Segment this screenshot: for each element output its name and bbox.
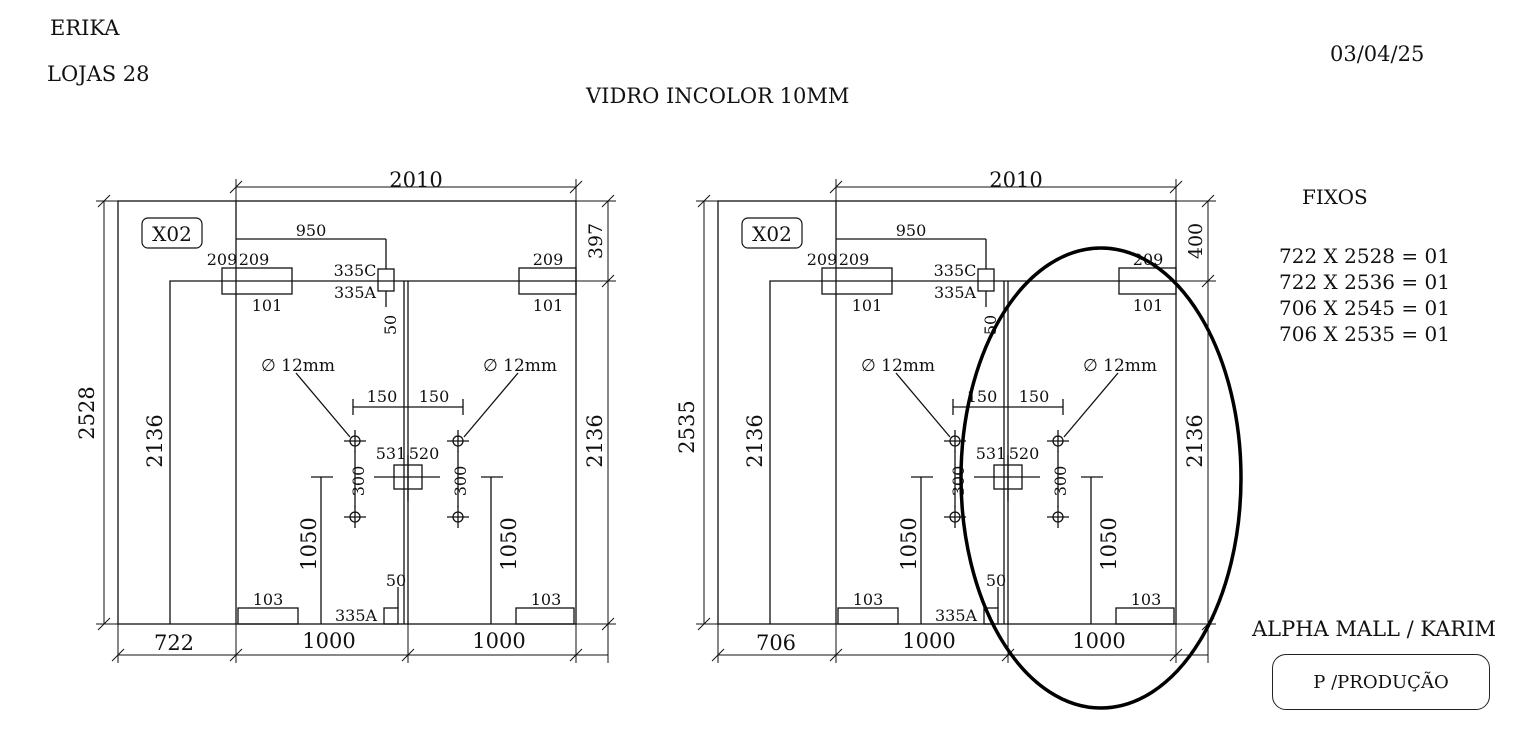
right-height-label: 2136: [583, 414, 607, 467]
fixos-item: 706 X 2535 = 01: [1279, 322, 1450, 346]
panel-drawing-1: X02 2010 2528 2136 722 1000 1000 397 213…: [75, 168, 617, 664]
bottom-right-label: 103: [1131, 590, 1162, 609]
door-width-left-label: 1000: [902, 629, 955, 653]
handle-gap-right-label: 300: [451, 466, 470, 497]
glass-spec: VIDRO INCOLOR 10MM: [586, 84, 850, 108]
handle-gap-right-label: 300: [1051, 466, 1070, 497]
handle-gap-left-label: 300: [349, 466, 368, 497]
hinge-right-a-label: 209: [533, 250, 564, 269]
bottom-left-label: 103: [853, 590, 884, 609]
pivot-top-a-label: 335A: [334, 283, 377, 302]
right-height-label: 2136: [1183, 414, 1207, 467]
hinge-left-b-label: 209: [239, 250, 270, 269]
handle-height-right-label: 1050: [497, 517, 521, 570]
total-height-label: 2535: [675, 400, 699, 453]
top-right-height-label: 397: [585, 223, 607, 259]
date-label: 03/04/25: [1330, 42, 1425, 66]
door-width-right-label: 1000: [472, 629, 525, 653]
fixed-height-label: 2136: [743, 414, 767, 467]
pivot-bottom-a-label: 335A: [335, 606, 378, 625]
dim-950-label: 950: [896, 221, 927, 240]
pivot-top-gap-label: 50: [381, 315, 400, 335]
hole-left-label: ∅ 12mm: [861, 356, 935, 376]
total-width-label: 2010: [389, 168, 442, 192]
panel-drawing-2: X02 2010 2535 2136 706 1000 1000 400 213…: [675, 168, 1217, 664]
panel-tag: X02: [752, 222, 792, 246]
pivot-top-a-label: 335A: [934, 283, 977, 302]
bottom-right-label: 103: [531, 590, 562, 609]
spacing-left-label: 150: [367, 387, 398, 406]
handle-gap-left-label: 300: [949, 466, 968, 497]
hinge-left-a-label: 209: [207, 250, 238, 269]
pivot-bottom-a-label: 335A: [935, 606, 978, 625]
fixos-title: FIXOS: [1302, 185, 1368, 209]
production-stamp: P /PRODUÇÃO: [1272, 654, 1490, 710]
spacing-right-label: 150: [419, 387, 450, 406]
hole-right-label: ∅ 12mm: [1083, 356, 1157, 376]
pivot-bottom-gap-label: 50: [386, 571, 406, 590]
hinge-left-c-label: 101: [252, 296, 283, 315]
handle-height-left-label: 1050: [297, 517, 321, 570]
hinge-left-c-label: 101: [852, 296, 883, 315]
fixos-item: 722 X 2528 = 01: [1279, 244, 1450, 268]
fixos-item: 706 X 2545 = 01: [1279, 296, 1450, 320]
hinge-right-b-label: 101: [533, 296, 564, 315]
hole-left-label: ∅ 12mm: [261, 356, 335, 376]
total-height-label: 2528: [75, 386, 99, 439]
highlight-ellipse: [959, 246, 1243, 710]
fixed-width-label: 706: [756, 631, 796, 655]
spacing-right-label: 150: [1019, 387, 1050, 406]
fixed-width-label: 722: [154, 631, 194, 655]
fixos-list: 722 X 2528 = 01 722 X 2536 = 01 706 X 25…: [1279, 243, 1450, 347]
pivot-top-c-label: 335C: [334, 261, 377, 280]
handle-left-label: 531: [976, 444, 1007, 463]
handle-height-left-label: 1050: [897, 517, 921, 570]
handle-right-label: 520: [409, 444, 440, 463]
project-name: ALPHA MALL / KARIM: [1252, 617, 1496, 641]
fixos-item: 722 X 2536 = 01: [1279, 270, 1450, 294]
dim-950-label: 950: [296, 221, 327, 240]
door-width-left-label: 1000: [302, 629, 355, 653]
client-name: ERIKA: [50, 16, 120, 40]
panel-tag: X02: [152, 222, 192, 246]
handle-left-label: 531: [376, 444, 407, 463]
top-right-height-label: 400: [1185, 223, 1207, 259]
total-width-label: 2010: [989, 168, 1042, 192]
fixed-height-label: 2136: [143, 414, 167, 467]
pivot-top-c-label: 335C: [934, 261, 977, 280]
hinge-left-b-label: 209: [839, 250, 870, 269]
hinge-right-b-label: 101: [1133, 296, 1164, 315]
handle-height-right-label: 1050: [1097, 517, 1121, 570]
hinge-left-a-label: 209: [807, 250, 838, 269]
spacing-left-label: 150: [967, 387, 998, 406]
door-width-right-label: 1000: [1072, 629, 1125, 653]
handle-right-label: 520: [1009, 444, 1040, 463]
store-label: LOJAS 28: [47, 62, 150, 86]
pivot-bottom-gap-label: 50: [986, 571, 1006, 590]
hole-right-label: ∅ 12mm: [483, 356, 557, 376]
bottom-left-label: 103: [253, 590, 284, 609]
